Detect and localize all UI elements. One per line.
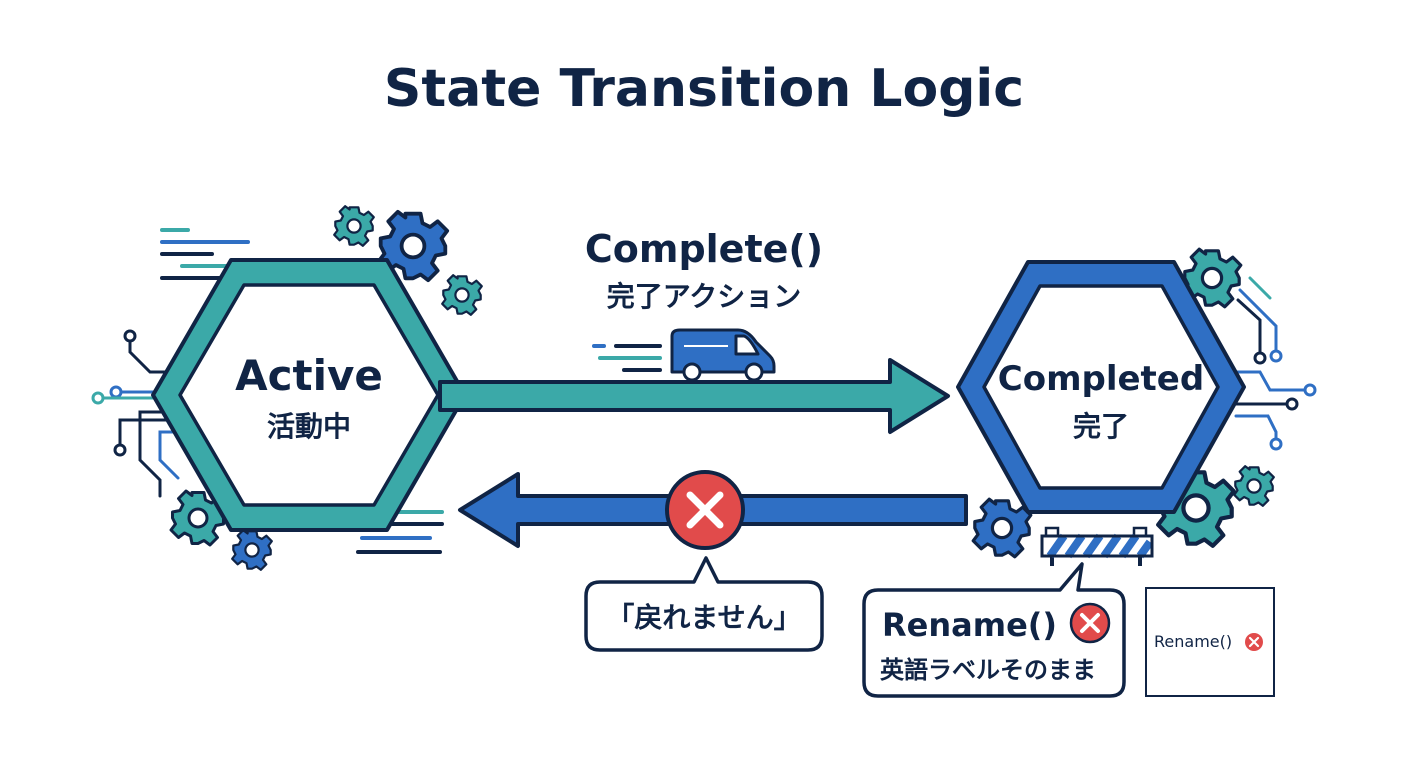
state-completed-label: Completed [998,359,1204,399]
x-circle-icon [1245,633,1263,651]
x-circle-icon [665,470,745,550]
rename-speech-bubble: Rename() 英語ラベルそのまま [862,562,1126,698]
backward-transition: 「戻れません」 [458,470,968,652]
forward-transition-label-ja: 完了アクション [607,280,802,313]
gear-icon [333,205,375,247]
rename-label-ja: 英語ラベルそのまま [880,656,1096,684]
circuit-lines [1234,276,1317,451]
mini-panel-label: Rename() [1154,632,1232,651]
completed-decor [971,247,1317,559]
rename-label: Rename() [882,606,1057,644]
delivery-van-icon [670,328,776,382]
blocked-speech-bubble: 「戻れません」 [584,556,824,652]
page-title: State Transition Logic [384,59,1024,119]
gear-icon [231,529,273,571]
motion-lines [592,344,662,372]
gear-icon [441,274,483,316]
state-active-label: Active [235,351,383,400]
speed-lines [160,228,250,280]
state-completed-label-ja: 完了 [1073,410,1129,443]
gear-icon [1233,465,1275,507]
rename-mini-panel: Rename() [1145,587,1275,697]
x-circle-icon [1069,602,1111,644]
state-active: Active 活動中 [151,258,467,532]
state-completed: Completed 完了 [956,260,1246,514]
blocked-note: 「戻れません」 [606,601,801,634]
road-barrier-icon [1040,526,1154,566]
forward-transition: Complete() 完了アクション [438,227,950,434]
circuit-lines [91,329,182,498]
active-decor [91,205,483,571]
state-active-label-ja: 活動中 [267,410,351,443]
gear-icon [971,497,1033,559]
forward-transition-label: Complete() [585,227,823,271]
